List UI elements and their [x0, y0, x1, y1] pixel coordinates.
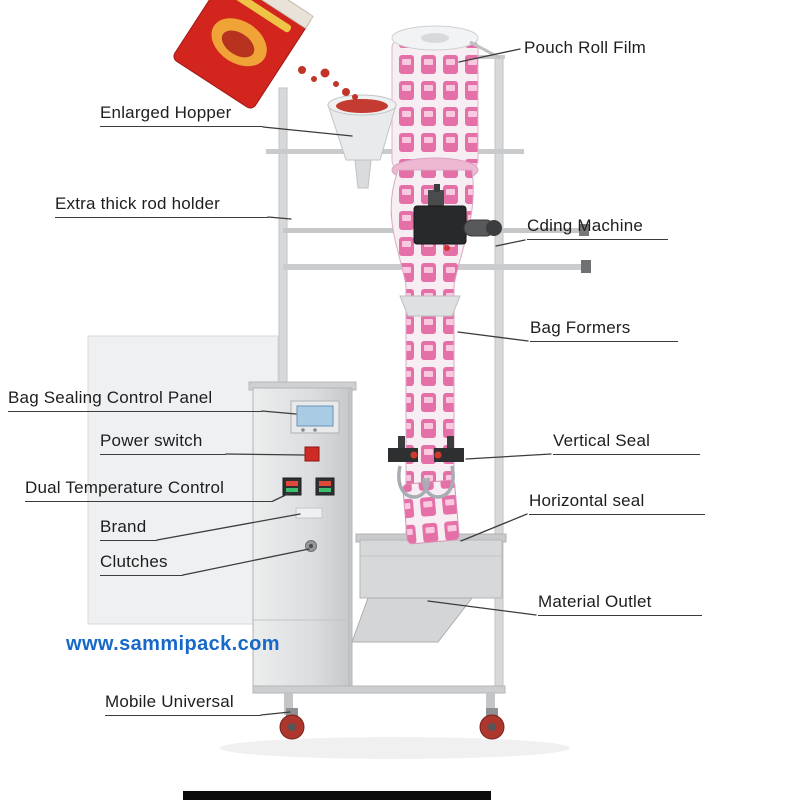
leader-coding-machine: [495, 239, 526, 247]
temperature-controllers: [282, 477, 335, 496]
leader-dual-temp: [272, 492, 291, 502]
caster-wheel-right: [479, 708, 505, 740]
leader-vertical-seal: [465, 453, 552, 460]
coding-machine: [413, 184, 502, 251]
leader-control-panel: [261, 410, 297, 415]
caster-wheel-left: [279, 708, 305, 740]
label-pouch-roll-film: Pouch Roll Film: [524, 38, 647, 57]
machine-cabinet: [248, 381, 357, 689]
leader-enlarged-hopper: [262, 126, 353, 137]
horizontal-seal-unit: [355, 533, 507, 599]
leader-clutches: [182, 548, 310, 576]
label-clutches: Clutches: [100, 552, 183, 576]
label-enlarged-hopper: Enlarged Hopper: [100, 103, 263, 127]
label-mobile-universal: Mobile Universal: [105, 692, 261, 716]
label-vertical-seal: Vertical Seal: [553, 431, 700, 455]
leader-power-switch: [225, 453, 305, 456]
leader-rod-holder: [267, 216, 292, 220]
mobile-base: [252, 685, 506, 740]
product-stream: [298, 66, 358, 100]
leader-lines: [156, 48, 552, 716]
label-material-outlet: Material Outlet: [538, 592, 702, 616]
leader-material-outlet: [427, 600, 537, 616]
label-control-panel: Bag Sealing Control Panel: [8, 388, 262, 412]
label-power-switch: Power switch: [100, 431, 226, 455]
leader-bag-formers: [457, 331, 529, 342]
sample-pouch: [173, 0, 314, 109]
label-dual-temperature: Dual Temperature Control: [25, 478, 273, 502]
floor-shadow: [220, 737, 570, 759]
bag-sealing-control-panel: [290, 400, 340, 434]
label-rod-holder: Extra thick rod holder: [55, 194, 268, 218]
leader-mobile-universal: [260, 711, 291, 716]
label-brand: Brand: [100, 517, 157, 541]
power-switch-control: [304, 446, 320, 462]
bottom-black-bar: [183, 791, 491, 800]
vertical-seal-jaws: [388, 436, 464, 499]
brand-plate: [295, 507, 323, 519]
material-outlet-chute: [351, 597, 474, 643]
label-bag-formers: Bag Formers: [530, 318, 678, 342]
leader-pouch-roll-film: [458, 48, 521, 63]
label-horizontal-seal: Horizontal seal: [529, 491, 705, 515]
leader-horizontal-seal: [460, 513, 528, 542]
label-coding-machine: Cding Machine: [527, 216, 668, 240]
leader-brand: [156, 513, 301, 541]
enlarged-hopper: [327, 94, 397, 189]
pouch-roll-film: [391, 25, 501, 183]
website-watermark: www.sammipack.com: [66, 633, 280, 655]
bag-former: [399, 295, 461, 317]
